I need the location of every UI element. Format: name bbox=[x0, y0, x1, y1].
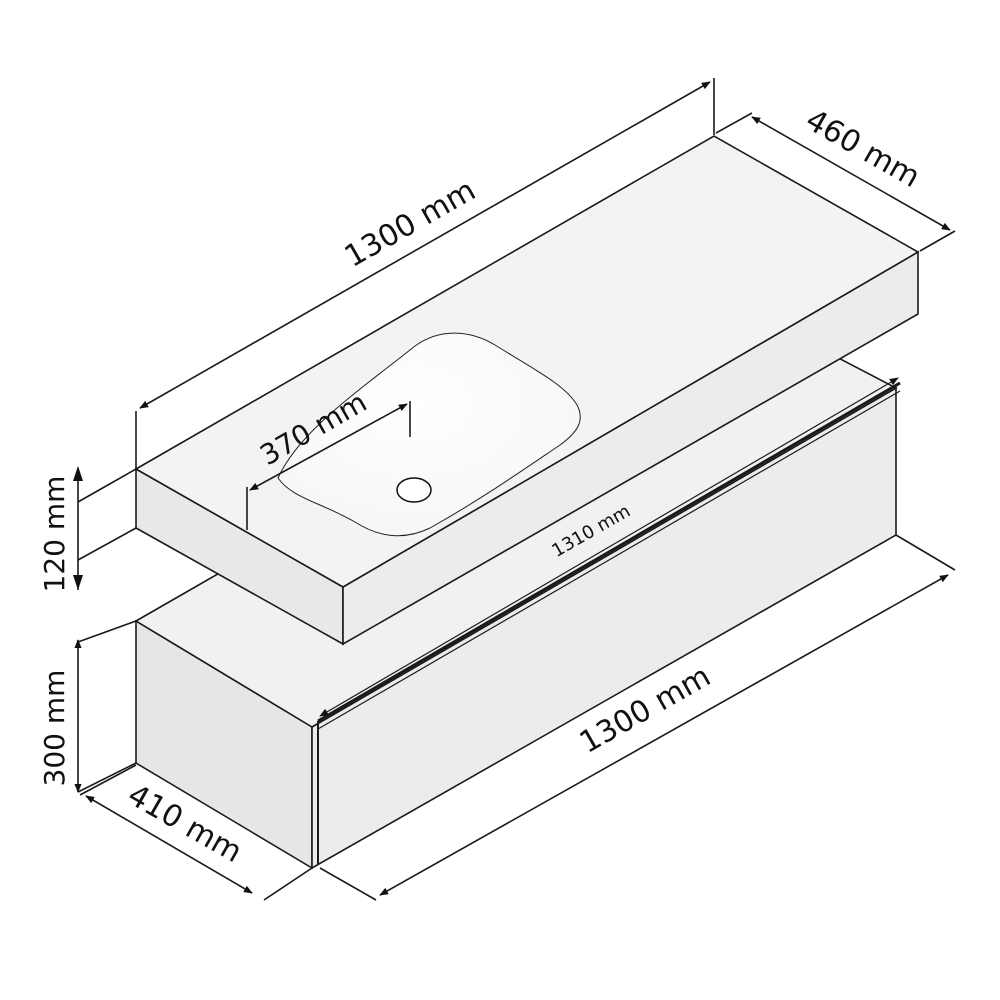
top-depth-ext-front bbox=[919, 230, 956, 252]
cabinet-depth-ext-front bbox=[263, 867, 313, 901]
top-height-arrow-up bbox=[73, 466, 83, 481]
top-height-ext-lower bbox=[77, 527, 137, 561]
cabinet-depth-line bbox=[85, 795, 253, 894]
dimension-lines bbox=[73, 78, 956, 901]
cabinet-height-label: 300 mm bbox=[38, 670, 71, 787]
cabinet-length-ext-left bbox=[319, 867, 377, 901]
top-depth-ext-back bbox=[715, 112, 753, 134]
drain-hole bbox=[396, 477, 432, 503]
top-length-line bbox=[139, 81, 711, 409]
top-depth-line bbox=[751, 116, 951, 231]
cabinet-height-ext-lower bbox=[77, 762, 137, 793]
top-length-label: 1300 mm bbox=[339, 173, 482, 275]
drawer-length-line bbox=[319, 377, 899, 717]
top-height-ext-upper bbox=[77, 468, 137, 503]
top-depth-label: 460 mm bbox=[800, 103, 926, 195]
cabinet-length-ext-right bbox=[895, 534, 956, 571]
cabinet-height-ext-upper bbox=[77, 620, 137, 643]
cabinet-depth-ext-back bbox=[79, 764, 137, 796]
top-height-arrow-down bbox=[73, 575, 83, 590]
top-height-label: 120 mm bbox=[38, 476, 71, 593]
